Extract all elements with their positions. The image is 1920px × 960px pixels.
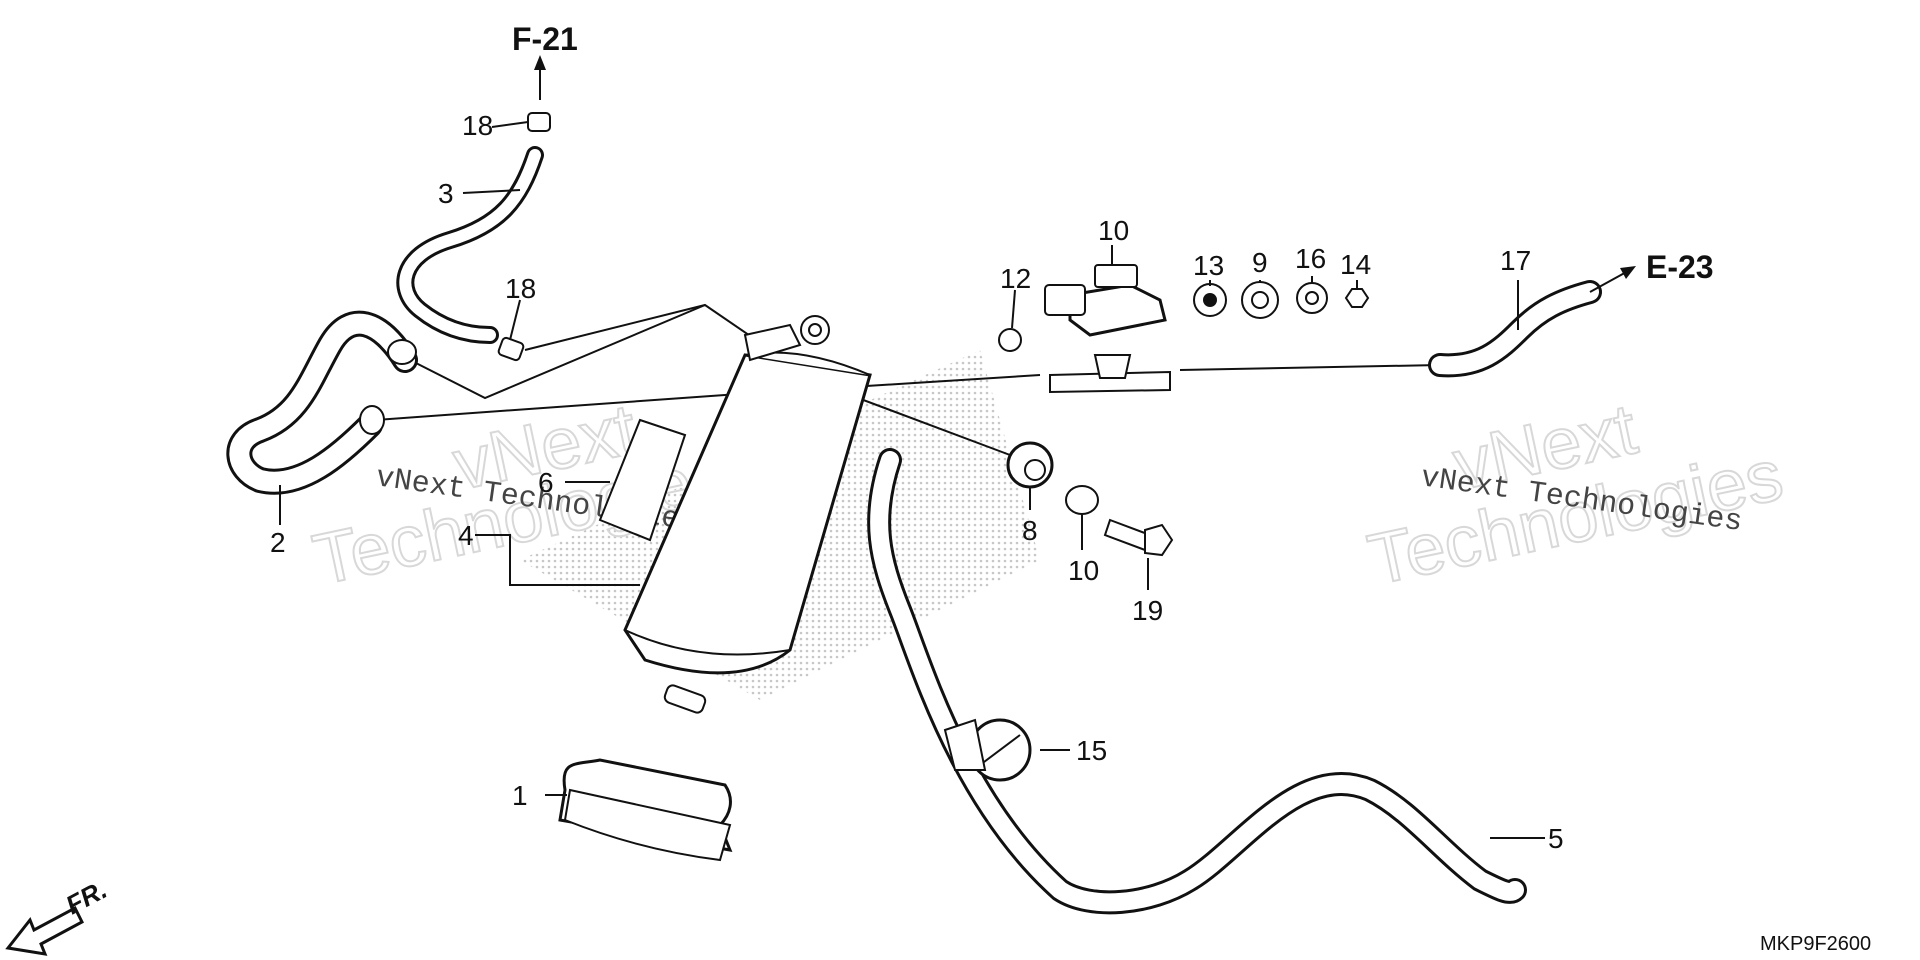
part-label-6: 6 xyxy=(538,467,554,498)
part-16-washer xyxy=(1296,282,1328,314)
part-label-18-lower: 18 xyxy=(505,273,536,304)
part-3-tube xyxy=(396,146,544,344)
part-15-nut xyxy=(1344,288,1370,308)
part-label-1: 1 xyxy=(512,780,528,811)
front-marker: FR. xyxy=(5,874,112,956)
part-17-tube xyxy=(1428,280,1602,378)
part-18-clamp-top xyxy=(527,112,551,132)
part-8-grommet xyxy=(1006,441,1054,489)
part-label-11: 10 xyxy=(1068,555,1099,586)
part-label-3: 3 xyxy=(438,178,454,209)
part-18-clamp-lower xyxy=(497,336,525,362)
part-label-2: 2 xyxy=(270,527,286,558)
part-9-collar xyxy=(1241,281,1279,319)
part-label-15: 14 xyxy=(1340,249,1371,280)
part-label-17: 17 xyxy=(1500,245,1531,276)
part-label-8: 8 xyxy=(1022,515,1038,546)
ref-label-right: E-23 xyxy=(1646,249,1714,285)
part-label-9: 9 xyxy=(1252,247,1268,278)
part-4-canister xyxy=(623,315,872,714)
part-labels: 18 3 18 2 6 4 1 12 10 13 9 16 14 17 8 10… xyxy=(270,110,1564,854)
diagram-code: MKP9F2600 xyxy=(1760,933,1871,955)
part-label-13: 13 xyxy=(1193,250,1224,281)
part-label-12: 12 xyxy=(1000,263,1031,294)
part-11-washer xyxy=(1065,485,1099,515)
part-label-14: 15 xyxy=(1076,735,1107,766)
part-label-4: 4 xyxy=(458,520,474,551)
part-12-nut xyxy=(998,328,1022,352)
part-13-grommet xyxy=(1193,283,1227,317)
part-14-clip xyxy=(943,718,1032,782)
part-label-18-top: 18 xyxy=(462,110,493,141)
front-arrow-icon xyxy=(5,905,84,956)
part-6-pad xyxy=(598,418,687,542)
part-label-19: 19 xyxy=(1132,595,1163,626)
part-label-10: 10 xyxy=(1098,215,1129,246)
part-19-bolt xyxy=(1103,518,1174,557)
part-1-bracket xyxy=(558,758,733,862)
leader-lines xyxy=(279,55,1636,839)
ref-label-top: F-21 xyxy=(512,21,578,57)
part-label-16: 16 xyxy=(1295,243,1326,274)
part-label-5: 5 xyxy=(1548,823,1564,854)
part-2-tube xyxy=(226,310,418,495)
watermark: vNext Technologies vNext Technologies vN… xyxy=(306,350,1790,700)
part-5-tube xyxy=(867,448,1527,915)
part-10-valve xyxy=(1044,264,1171,394)
